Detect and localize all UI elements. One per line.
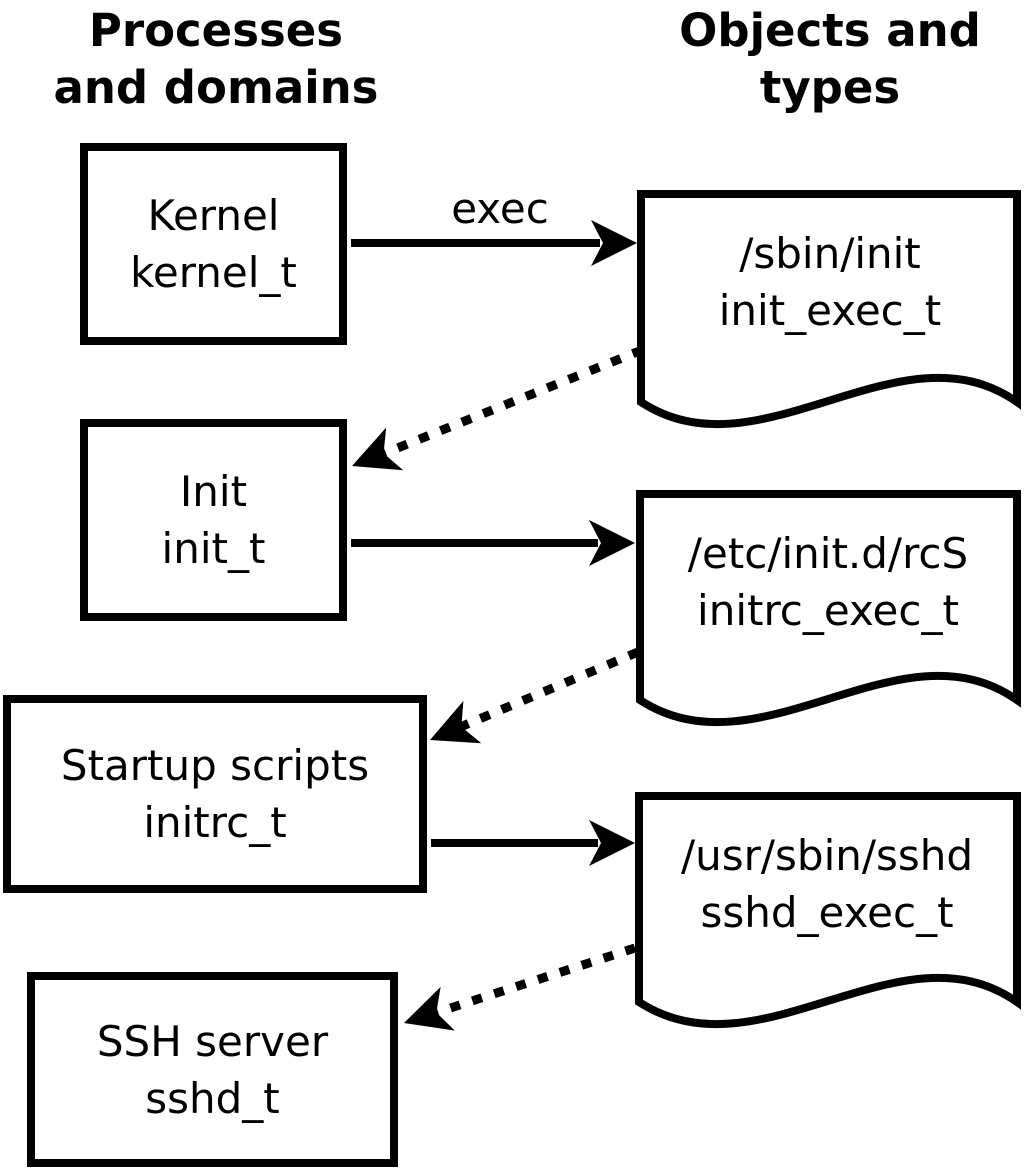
- object-doc-sbin-init: /sbin/init init_exec_t: [640, 190, 1020, 339]
- object-type: sshd_exec_t: [700, 888, 954, 937]
- column-title-objects: Objects and types: [622, 2, 1024, 116]
- column-title-objects-line2: types: [759, 61, 901, 114]
- column-title-processes-line2: and domains: [53, 61, 379, 114]
- process-domain: kernel_t: [130, 248, 297, 297]
- object-path: /etc/init.d/rcS: [687, 529, 969, 578]
- process-box-init: Init init_t: [80, 419, 347, 621]
- object-type: init_exec_t: [718, 286, 942, 335]
- process-box-kernel: Kernel kernel_t: [80, 143, 347, 345]
- object-path: /usr/sbin/sshd: [680, 831, 974, 880]
- document-shape-sbin-init: [637, 190, 1021, 429]
- column-title-objects-line1: Objects and: [679, 4, 981, 57]
- process-domain: sshd_t: [145, 1073, 280, 1123]
- arrowhead-exec-1: [591, 220, 637, 266]
- process-name: Init: [179, 467, 248, 516]
- object-path: /sbin/init: [739, 229, 921, 278]
- column-title-processes-line1: Processes: [88, 4, 344, 57]
- transition-arrow-rcs-to-initrc: [456, 647, 640, 733]
- column-title-processes: Processes and domains: [0, 2, 432, 116]
- arrowhead-transition-3: [404, 986, 455, 1031]
- process-name: SSH server: [96, 1016, 329, 1066]
- arrowhead-transition-1: [352, 427, 404, 471]
- transition-arrow-sbininit-to-init: [378, 345, 644, 460]
- process-name: Startup scripts: [60, 741, 370, 790]
- document-shape-usr-sbin-sshd: [635, 792, 1021, 1029]
- exec-edge-label: exec: [451, 184, 549, 233]
- document-shape-etc-initd-rcs: [636, 490, 1021, 727]
- object-doc-etc-initd-rcs: /etc/init.d/rcS initrc_exec_t: [638, 490, 1018, 639]
- arrowhead-exec-2: [589, 520, 635, 566]
- process-box-startup-scripts: Startup scripts initrc_t: [3, 695, 427, 893]
- transition-arrow-sshd-to-sshdt: [430, 943, 637, 1019]
- object-type: initrc_exec_t: [697, 586, 959, 635]
- process-domain: init_t: [161, 524, 266, 573]
- arrowhead-exec-3: [589, 820, 635, 866]
- process-name: Kernel: [147, 191, 280, 240]
- arrowhead-transition-2: [430, 700, 482, 744]
- process-box-ssh-server: SSH server sshd_t: [27, 972, 398, 1167]
- process-domain: initrc_t: [143, 798, 287, 847]
- object-doc-usr-sbin-sshd: /usr/sbin/sshd sshd_exec_t: [637, 792, 1017, 941]
